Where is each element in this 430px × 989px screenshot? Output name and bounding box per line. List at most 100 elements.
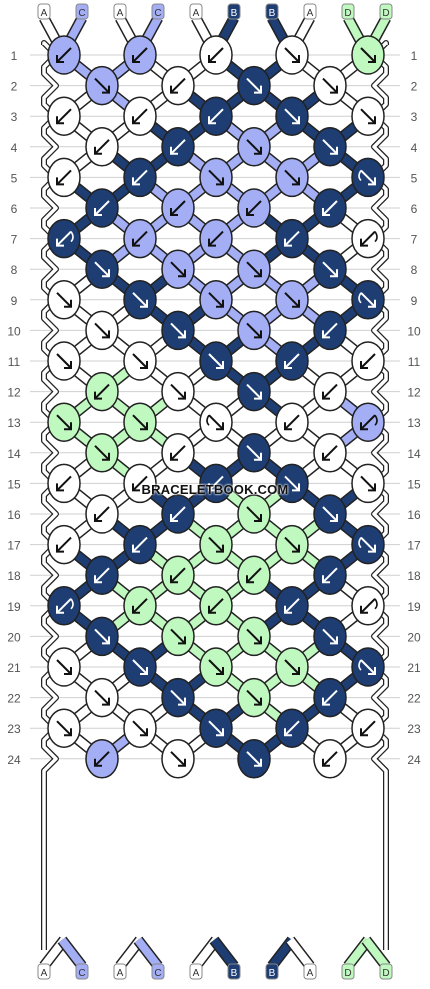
knot-arrow-head: [132, 55, 140, 63]
knot-arrow-shaft: [322, 628, 338, 645]
knot-arrow-shaft: [208, 47, 224, 63]
knot-arrow-shaft: [284, 720, 300, 736]
knot-arrow-head: [284, 728, 292, 737]
row-number-right: 23: [407, 722, 421, 736]
knot-arrow-shaft: [132, 47, 148, 63]
knot-arrow-head: [170, 146, 178, 155]
row-number-left: 24: [7, 753, 21, 767]
string-label-bottom: C: [154, 968, 161, 979]
knot-arrow-shaft: [360, 720, 376, 736]
knot-arrow-head: [368, 544, 376, 553]
row-number-right: 15: [407, 477, 421, 491]
left-edge-string: [42, 41, 58, 950]
knot-arrow-shaft: [94, 322, 110, 339]
strand: [286, 937, 314, 969]
knot-arrow-shaft: [94, 506, 110, 522]
knot-arrow-shaft: [94, 261, 110, 277]
knot-arrow-shaft: [284, 230, 300, 247]
knot-arrow-shaft: [322, 200, 338, 216]
string-label-top: A: [41, 8, 48, 19]
knot-arrow-head: [368, 667, 376, 675]
knot-arrow-head: [140, 422, 148, 431]
knot-arrow-head: [178, 697, 186, 706]
knot-arrow-shaft: [208, 108, 224, 124]
knot-backward-hook: [358, 292, 362, 304]
knot-arrow-shaft: [322, 77, 338, 94]
knot-arrow-head: [284, 238, 292, 247]
knot-arrow-shaft: [170, 628, 186, 645]
knot-arrow-head: [170, 85, 178, 94]
knot-arrow-shaft: [284, 169, 300, 186]
knot-backward-hook: [358, 537, 362, 549]
row-number-right: 2: [411, 80, 418, 94]
string-label-bottom-chip: [341, 963, 355, 980]
knot-arrow-shaft: [170, 383, 186, 400]
knot-arrow-shaft: [56, 659, 72, 675]
knot-arrow-head: [102, 85, 110, 94]
knot-arrow-head: [330, 85, 338, 94]
knot-arrow-head: [102, 452, 110, 461]
knot-arrow-shaft: [132, 230, 148, 247]
knot-arrow-shaft: [170, 322, 186, 339]
knot-arrow-shaft: [170, 751, 186, 767]
knot-arrow-shaft: [56, 353, 72, 369]
knot-arrow-shaft: [132, 536, 148, 553]
knot-arrow-shaft: [132, 598, 148, 614]
knot-arrow-head: [322, 575, 330, 584]
row-number-right: 4: [411, 141, 418, 155]
knot-arrow-shaft: [132, 414, 148, 430]
row-number-right: 20: [407, 630, 421, 644]
string-label-bottom: C: [78, 968, 85, 979]
knot-arrow-shaft: [322, 751, 338, 767]
knot-arrow-shaft: [360, 353, 376, 369]
row-number-left: 8: [11, 263, 18, 277]
row-number-left: 7: [11, 233, 18, 247]
string-label-bottom-chip: [265, 963, 279, 980]
knot-arrow-head: [132, 483, 140, 492]
knot-arrow-head: [254, 636, 262, 645]
knot-arrow-shaft: [284, 108, 300, 124]
row-number-left: 4: [11, 141, 18, 155]
row-number-right: 13: [407, 416, 421, 430]
row-number-left: 2: [11, 80, 18, 94]
knot-arrow-head: [56, 177, 64, 186]
knot-arrow-head: [368, 299, 376, 308]
string-label-top-chip: [341, 3, 355, 20]
knot-arrow-shaft: [56, 47, 72, 63]
knot-arrow-head: [208, 55, 216, 63]
row-number-left: 9: [11, 294, 18, 308]
knot-arrow-shaft: [322, 261, 338, 277]
knot-arrow-shaft: [322, 567, 338, 583]
row-number-right: 22: [407, 692, 421, 706]
knot-arrow-shaft: [208, 292, 224, 308]
knot-arrow-head: [322, 391, 330, 400]
knot-arrow-head: [368, 177, 376, 186]
knot-arrow-shaft: [170, 445, 186, 461]
knot-arrow-shaft: [246, 506, 262, 522]
knot-arrow-head: [170, 208, 178, 216]
string-label-bottom: B: [231, 968, 238, 979]
knot-arrow-shaft: [170, 139, 186, 155]
row-number-right: 7: [411, 233, 418, 247]
knot-arrow-shaft: [360, 292, 376, 308]
knot-arrow-head: [170, 514, 178, 522]
knot-arrow-shaft: [56, 598, 72, 614]
knot-backward-hook: [374, 414, 378, 426]
row-number-right: 24: [407, 753, 421, 767]
knot-backward-hook: [358, 169, 362, 181]
row-number-right: 14: [407, 447, 421, 461]
string-label-top: B: [231, 8, 238, 19]
string-label-bottom-chip: [75, 963, 89, 980]
knot-arrow-head: [94, 208, 102, 216]
knot-arrow-shaft: [360, 108, 376, 124]
knot-arrow-head: [132, 116, 140, 125]
knot-arrow-shaft: [360, 598, 376, 614]
knot-backward-hook: [374, 598, 378, 610]
string-label-top: A: [307, 8, 314, 19]
knot-arrow-shaft: [56, 230, 72, 247]
knot-arrow-shaft: [246, 200, 262, 216]
knot-arrow-shaft: [284, 292, 300, 308]
knot-arrow-head: [216, 667, 224, 675]
knot-arrow-shaft: [360, 475, 376, 492]
